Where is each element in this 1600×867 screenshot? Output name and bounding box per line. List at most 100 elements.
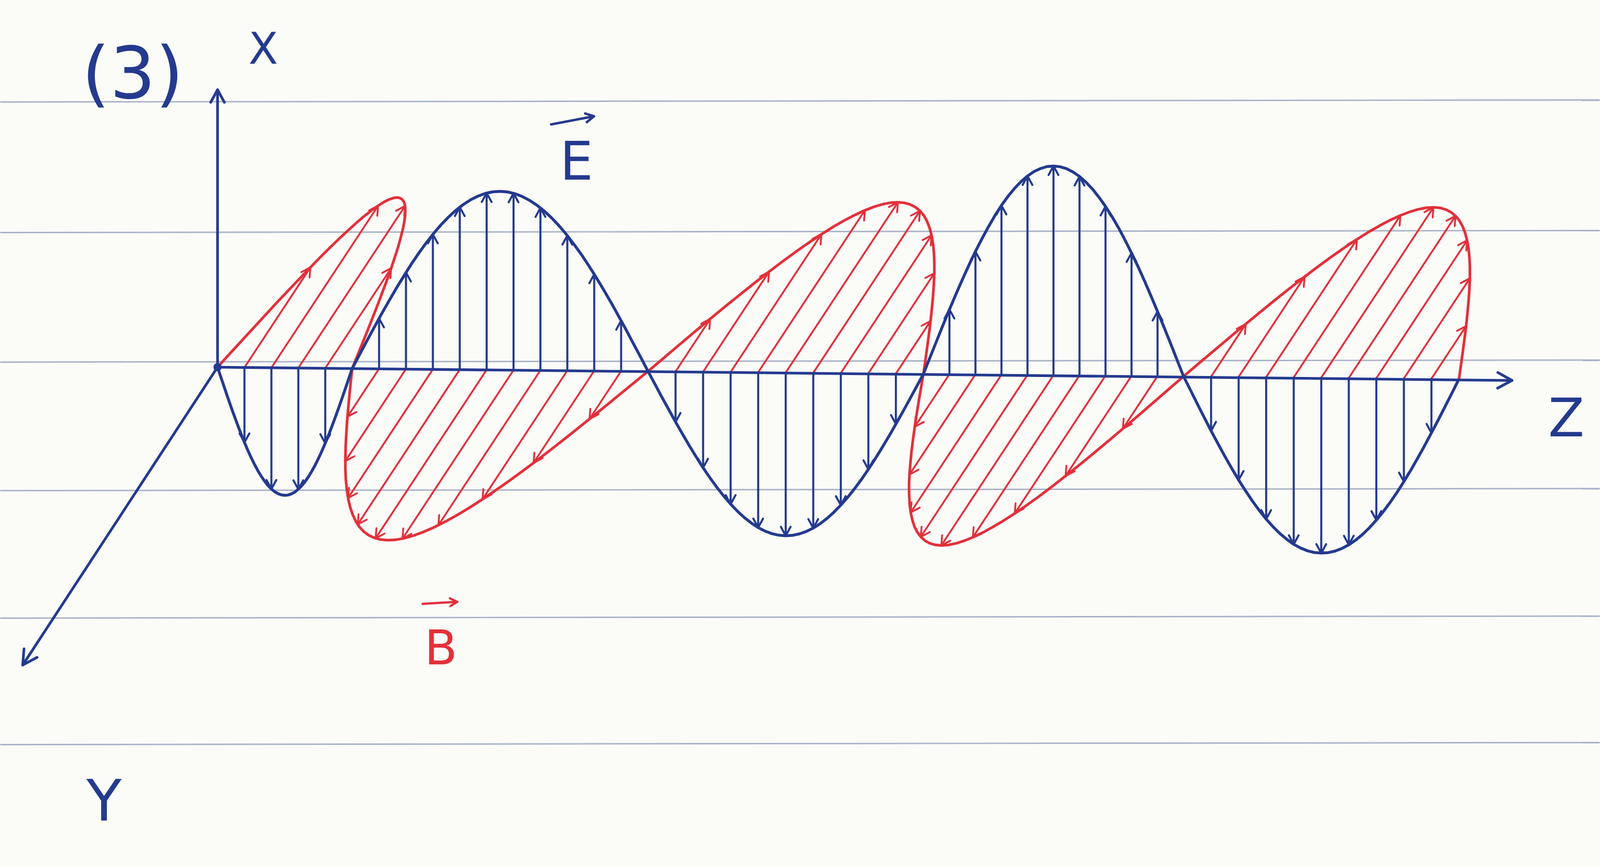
arrow-head: [941, 535, 951, 546]
e-field-vector: [1078, 176, 1081, 376]
e-field-vector: [404, 272, 407, 369]
b-field-vector: [271, 205, 379, 368]
b-field-vector: [1014, 375, 1106, 514]
arrow-head: [589, 274, 599, 284]
paper-lines: [0, 100, 1600, 745]
arrow-head: [400, 272, 411, 282]
arrow-head: [1100, 206, 1111, 216]
e-field-vector: [1052, 166, 1055, 376]
b-field-vector: [868, 273, 935, 374]
e-field-outline: [923, 166, 1184, 377]
ruled-line: [0, 488, 1600, 491]
arrow-head: [375, 528, 385, 539]
b-field-outline: [1183, 207, 1471, 379]
arrow-head: [589, 409, 599, 420]
arrow-head: [1348, 239, 1358, 250]
b-field-vector: [1431, 326, 1466, 379]
arrow-head: [996, 205, 1006, 215]
b-field-vector: [909, 374, 976, 475]
e-field-outline: [217, 367, 353, 496]
e-field-vector: [297, 367, 300, 490]
arrow-head: [925, 273, 935, 284]
b-field-vector: [910, 374, 1002, 513]
b-field-vector: [345, 368, 407, 461]
arrow-head: [780, 526, 791, 537]
axis-label: Z: [1548, 391, 1585, 445]
arrow-head: [1236, 323, 1246, 334]
arrow-head: [856, 210, 866, 221]
e-field-vector: [784, 372, 787, 537]
arrow-head: [1316, 544, 1326, 554]
e-field-vector: [867, 373, 870, 469]
field-label: E: [560, 135, 594, 188]
arrow-head: [1048, 166, 1059, 176]
e-field-vector: [243, 367, 246, 443]
e-field-vector: [894, 373, 897, 424]
e-field-outline: [352, 191, 649, 372]
b-field-vector: [1122, 376, 1158, 429]
e-field-vector: [1000, 205, 1003, 375]
b-field-outline: [648, 202, 935, 374]
arrow-head: [670, 412, 681, 423]
arrow-head: [1295, 276, 1305, 287]
arrow-head: [1022, 175, 1033, 185]
z-axis: [217, 367, 1512, 381]
e-field-vector: [1265, 377, 1268, 519]
arrow-head: [812, 234, 822, 245]
arrow-head: [1446, 216, 1456, 227]
arrow-head: [482, 489, 492, 500]
b-field-vector: [482, 370, 568, 500]
axis-label: Y: [86, 772, 122, 830]
b-field-vector: [1376, 240, 1468, 379]
e-field-vector: [674, 371, 677, 423]
b-field-vector: [1404, 278, 1471, 379]
e-field-vector: [1210, 376, 1212, 431]
b-field-vector: [1348, 216, 1456, 378]
arrow-head: [266, 480, 276, 490]
e-field-vector: [702, 371, 705, 468]
b-field-vector: [840, 235, 932, 374]
arrow-head: [1457, 326, 1467, 337]
ruled-line: [0, 616, 1600, 618]
arrow-head: [697, 458, 708, 469]
b-field-outline: [345, 368, 649, 540]
b-field-vector: [347, 368, 379, 417]
e-field-vector: [377, 318, 380, 369]
b-field-vector: [348, 369, 434, 499]
e-field-vector: [431, 234, 434, 370]
field-label: B: [424, 624, 458, 673]
arrow-head: [210, 89, 225, 103]
arrow-head: [835, 496, 846, 506]
arrow-head: [481, 193, 492, 203]
e-field-vector: [458, 206, 461, 370]
arrow-head: [914, 416, 925, 427]
arrow-head: [396, 205, 406, 217]
arrow-head: [1065, 465, 1075, 476]
b-field-vector: [298, 205, 406, 368]
arrow-head: [1288, 535, 1299, 545]
b-field-vector: [325, 268, 392, 369]
b-field-vector: [920, 375, 1028, 538]
arrow-head: [369, 205, 379, 216]
arrow-head: [347, 406, 357, 417]
e-field-vector: [1292, 377, 1295, 545]
arrow-head: [562, 235, 572, 245]
arrow-head: [382, 268, 392, 279]
arrow-head: [320, 434, 331, 444]
arrow-head: [944, 309, 955, 319]
e-field-vector: [1237, 377, 1240, 480]
b-field-vector: [589, 371, 622, 420]
e-field-vector: [1320, 377, 1323, 553]
e-field-vector: [1375, 377, 1378, 520]
e-field-vector: [324, 368, 327, 444]
b-field-vector: [785, 202, 898, 373]
arrow-head: [533, 452, 543, 463]
arrow-head: [1391, 215, 1401, 226]
arrow-head: [921, 320, 931, 332]
arrow-head: [1371, 511, 1382, 521]
ruled-line: [0, 742, 1600, 745]
arrow-head: [1152, 311, 1163, 321]
arrow-head: [402, 528, 412, 539]
arrow-head: [1460, 278, 1470, 289]
